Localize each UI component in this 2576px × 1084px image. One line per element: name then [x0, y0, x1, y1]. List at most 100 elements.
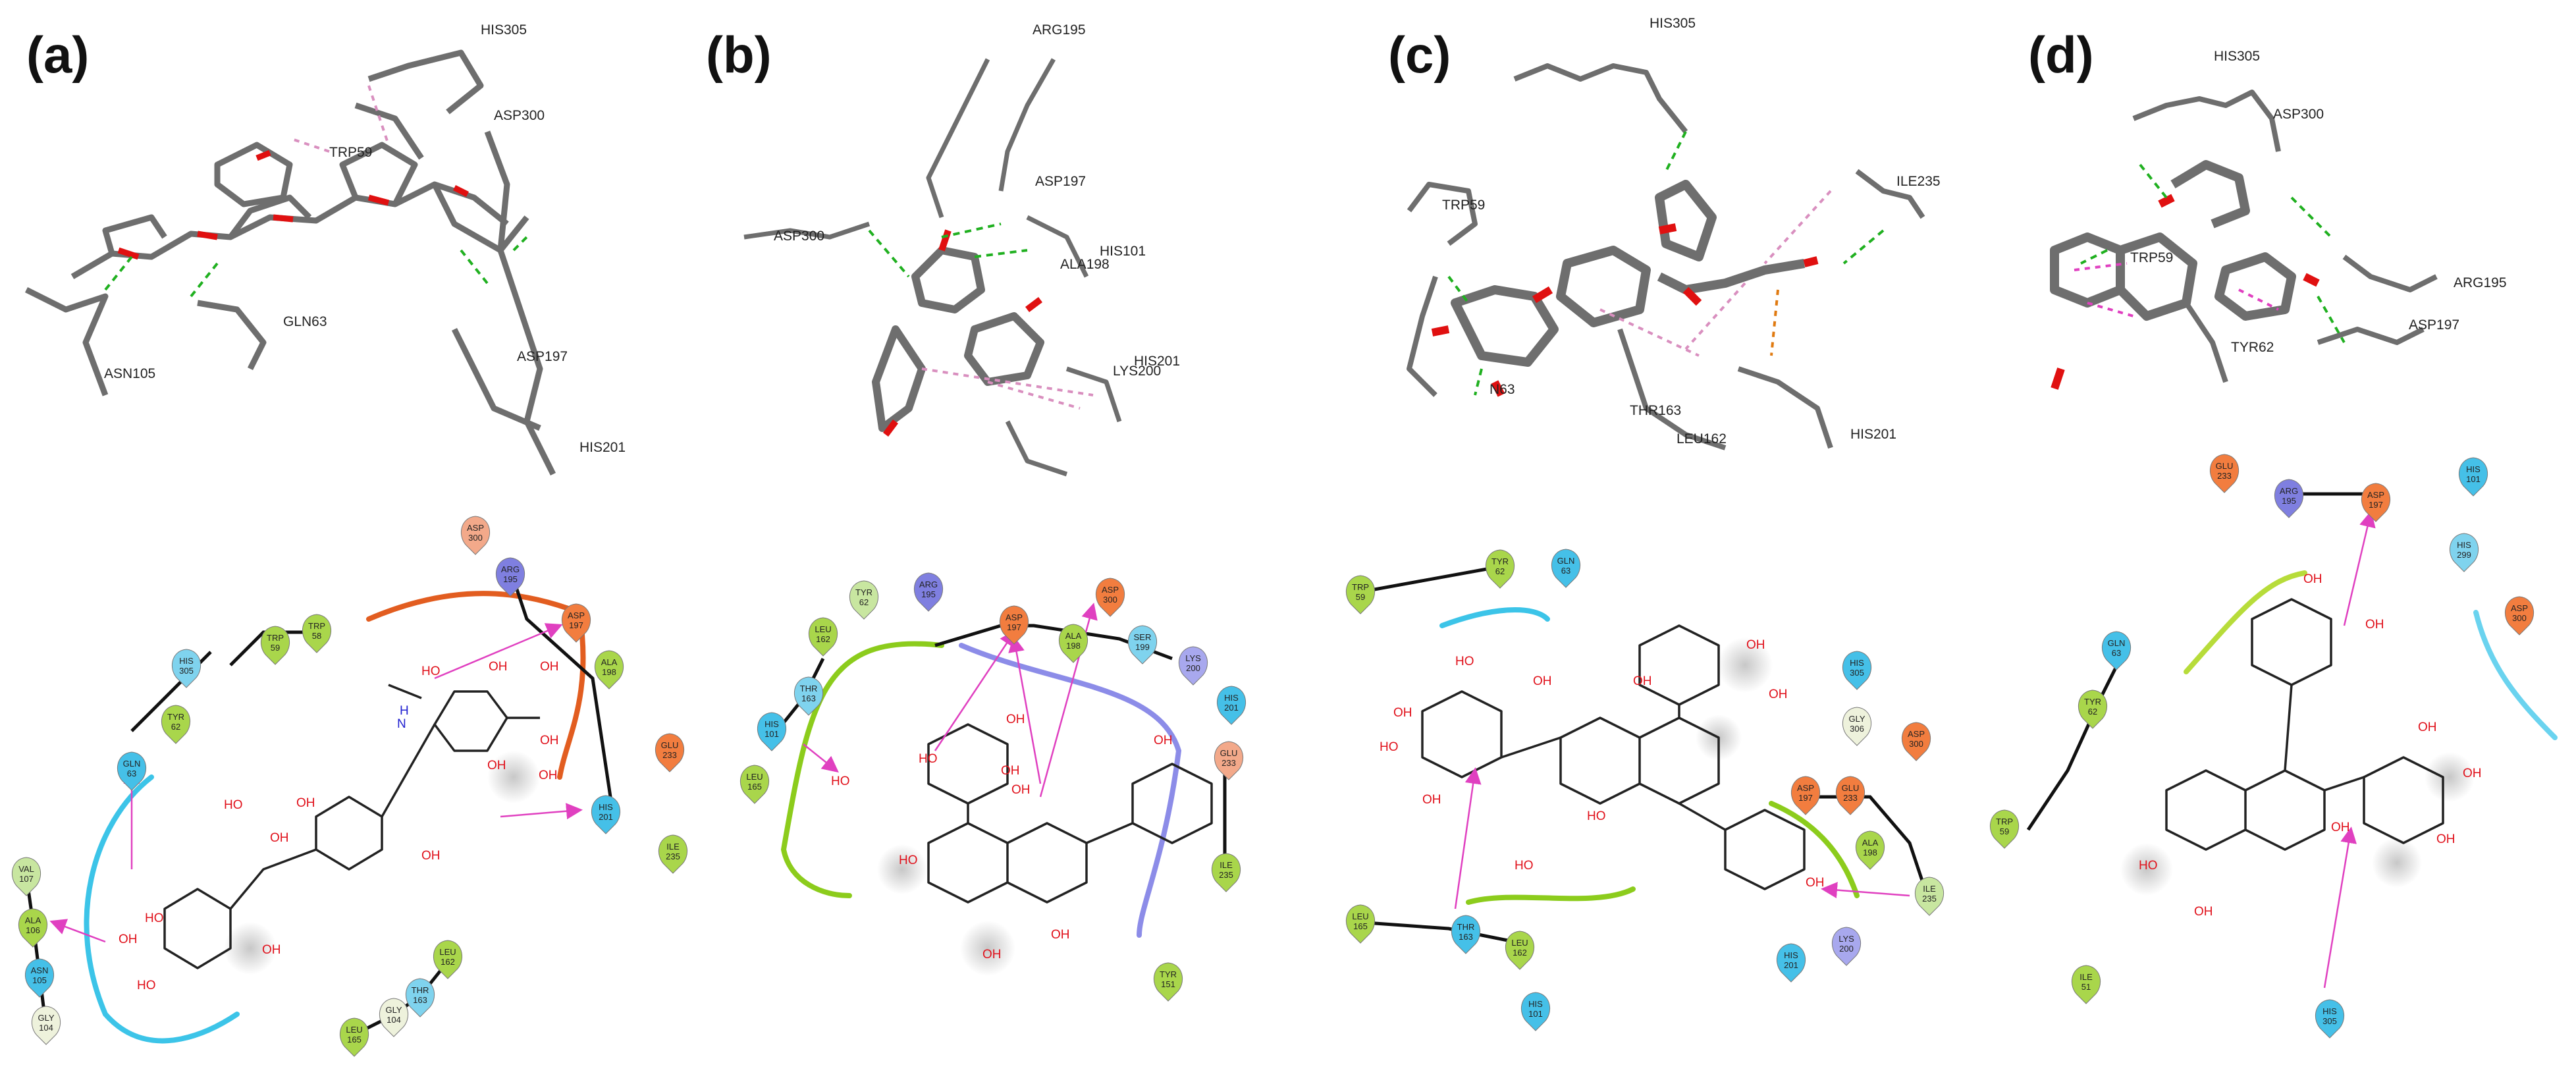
panel-label-a: (a) [26, 26, 89, 84]
residue-name: GLU [2216, 461, 2234, 471]
residue-label-3d: HIS201 [1850, 427, 1896, 442]
panel-label-b: (b) [706, 26, 772, 84]
pocket-outline [84, 570, 2558, 1044]
atom-label: OH [540, 734, 559, 747]
residue-name: GLU [1220, 748, 1238, 758]
residue-disc: LEU162 [1505, 931, 1534, 970]
ligand-3d-c-oxygen [1431, 223, 1819, 397]
residue-number: 197 [2369, 500, 2383, 510]
atom-label: OH [489, 660, 508, 674]
panel-label-c: (c) [1388, 26, 1451, 84]
residue-disc: ASN105 [25, 958, 54, 998]
residue-disc: ARG195 [496, 557, 525, 597]
residue-number: 59 [271, 643, 280, 653]
residue-discs: ASP300ARG195ASP197ALA198TRP58TRP59HIS305… [12, 454, 2534, 1057]
atom-label: HO [1455, 655, 1474, 668]
residue-name: LYS [1838, 934, 1854, 944]
residue-name: LEU [1352, 911, 1368, 921]
hbond-arrows-2d [49, 510, 2376, 989]
atom-label: OH [487, 759, 506, 772]
atom-label: OH [2365, 618, 2384, 632]
residue-name: GLN [1557, 556, 1575, 566]
residue-name: ALA [601, 657, 618, 667]
ligand-3d-b [743, 58, 1122, 477]
atom-label: OH [1422, 793, 1441, 807]
residue-label-3d: THR163 [1630, 403, 1681, 418]
residue-name: ARG [501, 564, 520, 574]
residue-disc: LYS200 [1179, 646, 1208, 686]
residue-disc: THR163 [1451, 915, 1480, 954]
residue-label-3d: HIS201 [579, 440, 626, 455]
residue-name: GLY [1848, 714, 1865, 724]
residue-number: 63 [2112, 648, 2121, 658]
atom-label: OH [296, 796, 315, 810]
atom-label: HO [899, 854, 918, 867]
residue-disc: ASP300 [1096, 578, 1125, 617]
residue-number: 200 [1839, 944, 1854, 954]
residue-disc: ARG195 [914, 572, 943, 612]
atom-label: HO [831, 774, 850, 788]
ligand-core-3d-d [2050, 160, 2296, 321]
residue-number: 62 [1495, 566, 1505, 576]
residue-number: 233 [2217, 471, 2232, 481]
residue-number: 163 [1459, 932, 1473, 942]
residue-name: HIS [1528, 999, 1543, 1009]
residue-disc: TYR62 [161, 705, 190, 744]
residue-disc: HIS305 [1842, 651, 1871, 690]
residue-label-3d: ARG195 [1033, 22, 1086, 38]
residue-number: 201 [599, 812, 613, 822]
residue-label-3d: TRP59 [1442, 198, 1485, 213]
residue-name: THR [800, 684, 818, 693]
residue-name: GLN [123, 759, 141, 769]
residue-name: ASP [1006, 612, 1023, 622]
atom-label: OH [262, 943, 281, 957]
residue-disc: ILE235 [1212, 853, 1241, 892]
ligand-3d-c [1407, 63, 1925, 450]
residue-disc: HIS101 [1521, 992, 1550, 1031]
residue-number: 62 [171, 722, 180, 732]
atom-label: OH [1806, 876, 1825, 890]
residue-name: ARG [919, 580, 938, 589]
atom-label: OH [1633, 674, 1652, 688]
residue-disc: LEU162 [433, 940, 462, 979]
residue-name: TYR [855, 587, 872, 597]
atom-label: H [400, 704, 409, 718]
residue-number: 195 [2282, 496, 2296, 506]
atom-label: HO [2139, 859, 2158, 873]
residue-number: 235 [666, 852, 680, 861]
hbond-3d-b [868, 223, 1028, 278]
hydrophobic-3d-a [289, 85, 390, 153]
residue-number: 305 [2322, 1016, 2337, 1026]
residue-number: 195 [921, 589, 936, 599]
residue-number: 59 [1356, 592, 1365, 602]
atom-label: OH [1001, 764, 1020, 778]
residue-disc: ASP197 [562, 603, 591, 643]
pi-cation-3d-c [1770, 289, 1779, 356]
residue-disc: HIS101 [757, 712, 786, 751]
residue-label-3d: ASP197 [2409, 317, 2459, 333]
atom-label: HO [145, 911, 164, 925]
residue-name: ASP [1908, 729, 1925, 739]
residue-number: 300 [1103, 595, 1117, 605]
residue-disc: THR163 [406, 978, 435, 1017]
residue-number: 106 [26, 925, 40, 935]
residue-number: 63 [127, 769, 136, 778]
residue-disc: TYR62 [1486, 549, 1515, 589]
residue-label-3d: HIS305 [2214, 49, 2260, 64]
residue-label-3d: ASP300 [774, 229, 824, 244]
residue-number: 197 [569, 620, 583, 630]
residue-number: 101 [765, 729, 779, 739]
residue-name: ASP [568, 610, 585, 620]
ligand-skeletons [163, 598, 2444, 969]
residue-number: 105 [32, 975, 47, 985]
residue-name: GLU [661, 740, 679, 750]
residue-number: 233 [662, 750, 677, 760]
residue-name: ASN [31, 965, 49, 975]
